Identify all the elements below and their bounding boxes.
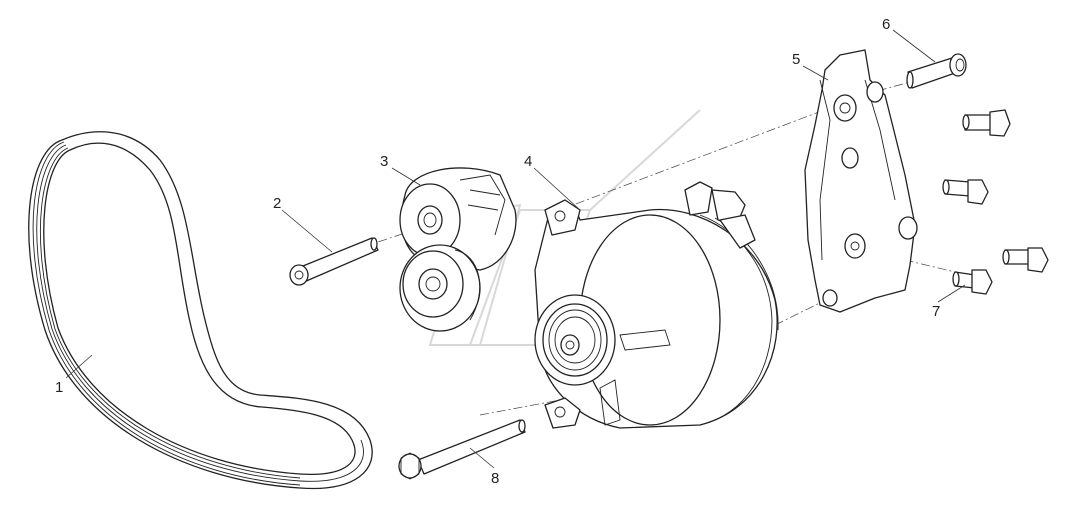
alternator-long-bolt <box>398 419 526 480</box>
callout-1: 1 <box>55 379 63 396</box>
bracket-bolts <box>942 109 1049 295</box>
bracket-bolt <box>942 179 989 205</box>
bracket-upper-bolt <box>906 53 967 89</box>
alternator-bracket <box>804 49 918 313</box>
leader-lines <box>65 29 966 469</box>
belt-tensioner <box>399 167 517 332</box>
drive-belt <box>28 131 373 490</box>
bracket-bolt <box>952 269 993 295</box>
callout-3: 3 <box>380 153 388 170</box>
bracket-bolt <box>1002 247 1049 273</box>
callout-5: 5 <box>792 51 800 68</box>
callout-8: 8 <box>491 470 499 487</box>
callout-4: 4 <box>524 153 532 170</box>
tensioner-bolt <box>289 237 379 286</box>
callout-2: 2 <box>273 195 281 212</box>
bracket-bolt <box>962 109 1011 137</box>
alternator <box>534 181 779 429</box>
callout-labels: 1 2 3 4 5 6 7 8 <box>55 16 940 487</box>
callout-6: 6 <box>882 16 890 33</box>
callout-7: 7 <box>932 303 940 320</box>
